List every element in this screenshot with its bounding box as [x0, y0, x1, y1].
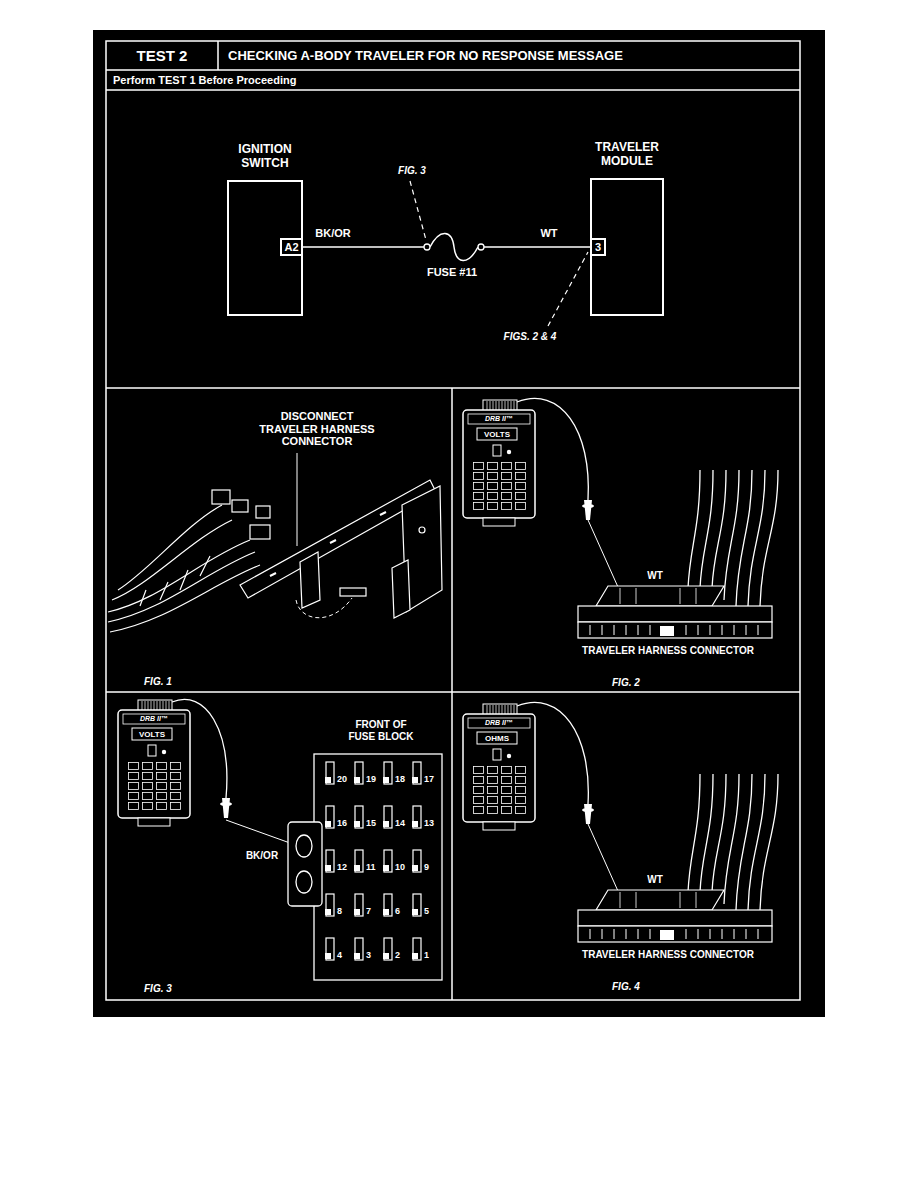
figure-caption: FIG. 3 — [143, 983, 173, 995]
fuse-number: 9 — [423, 862, 430, 872]
leader-line — [410, 181, 426, 240]
box-heading: IGNITION SWITCH — [215, 142, 315, 170]
wire-color: BK/OR — [314, 227, 351, 240]
figure-callout: FIG. 3 — [397, 165, 427, 177]
figure-callout: FIGS. 2 & 4 — [503, 331, 558, 343]
meter-display: VOLTS — [483, 430, 511, 439]
fuse-number: 5 — [423, 906, 430, 916]
figure-caption: FIG. 1 — [143, 676, 173, 688]
fuse-number: 13 — [423, 818, 435, 828]
fuse-number: 7 — [365, 906, 372, 916]
part-name: TRAVELER HARNESS CONNECTOR — [581, 949, 755, 961]
wire-color: WT — [646, 570, 664, 582]
connector-pin: 3 — [590, 238, 606, 256]
fuse-block — [314, 754, 442, 980]
fuse-number: 4 — [336, 950, 343, 960]
fuse-number: 12 — [336, 862, 348, 872]
fuse-number: 20 — [336, 774, 348, 784]
meter-logo: DRB II™ — [484, 415, 514, 423]
connector-pin: A2 — [280, 238, 303, 256]
meter-display: VOLTS — [138, 730, 166, 739]
fuse-number: 6 — [394, 906, 401, 916]
fuse-number: 3 — [365, 950, 372, 960]
wire-color: WT — [646, 874, 664, 886]
fuse-number: 11 — [365, 862, 377, 872]
fuse-symbol — [424, 233, 484, 260]
page-title: CHECKING A-BODY TRAVELER FOR NO RESPONSE… — [227, 49, 624, 64]
part-name: TRAVELER HARNESS CONNECTOR — [581, 645, 755, 657]
fuse-name: FUSE #11 — [426, 266, 478, 279]
figure-caption: FIG. 2 — [611, 677, 641, 689]
dash-bracket-illustration — [108, 453, 442, 632]
fuse-slots — [325, 762, 421, 960]
instruction-note: DISCONNECT TRAVELER HARNESS CONNECTOR — [251, 410, 383, 448]
box-heading: TRAVELER MODULE — [578, 140, 676, 168]
fuse-number: 8 — [336, 906, 343, 916]
ignition-switch: IGNITION SWITCHA2 — [227, 142, 303, 316]
fuse-number: 18 — [394, 774, 406, 784]
fuse-number: 14 — [394, 818, 406, 828]
leader-line — [548, 252, 588, 326]
drb-meter — [118, 700, 190, 826]
fuse-number: 17 — [423, 774, 435, 784]
meter-logo: DRB II™ — [484, 719, 514, 727]
pin-name: 3 — [595, 241, 601, 253]
traveler-module: TRAVELER MODULE3 — [590, 140, 664, 316]
part-name: FRONT OF FUSE BLOCK — [343, 719, 419, 742]
meter-logo: DRB II™ — [139, 715, 169, 723]
meter-display: OHMS — [484, 734, 510, 743]
fuse-number: 1 — [423, 950, 430, 960]
fuse-number: 15 — [365, 818, 377, 828]
fuse-number: 10 — [394, 862, 406, 872]
frame-lines — [106, 41, 800, 1000]
mounting-bracket — [288, 822, 322, 906]
wire-color: WT — [539, 227, 558, 240]
figure-caption: FIG. 4 — [611, 981, 641, 993]
instruction-note: Perform TEST 1 Before Proceeding — [112, 74, 297, 87]
page-panel — [93, 30, 825, 1017]
fuse-number: 2 — [394, 950, 401, 960]
meter-probe-connector — [463, 702, 778, 942]
fuse-number: 16 — [336, 818, 348, 828]
fuse-number: 19 — [365, 774, 377, 784]
wire-color: BK/OR — [245, 850, 279, 862]
meter-probe-connector — [463, 398, 778, 638]
pin-name: A2 — [284, 241, 298, 253]
test-number: TEST 2 — [136, 47, 189, 64]
